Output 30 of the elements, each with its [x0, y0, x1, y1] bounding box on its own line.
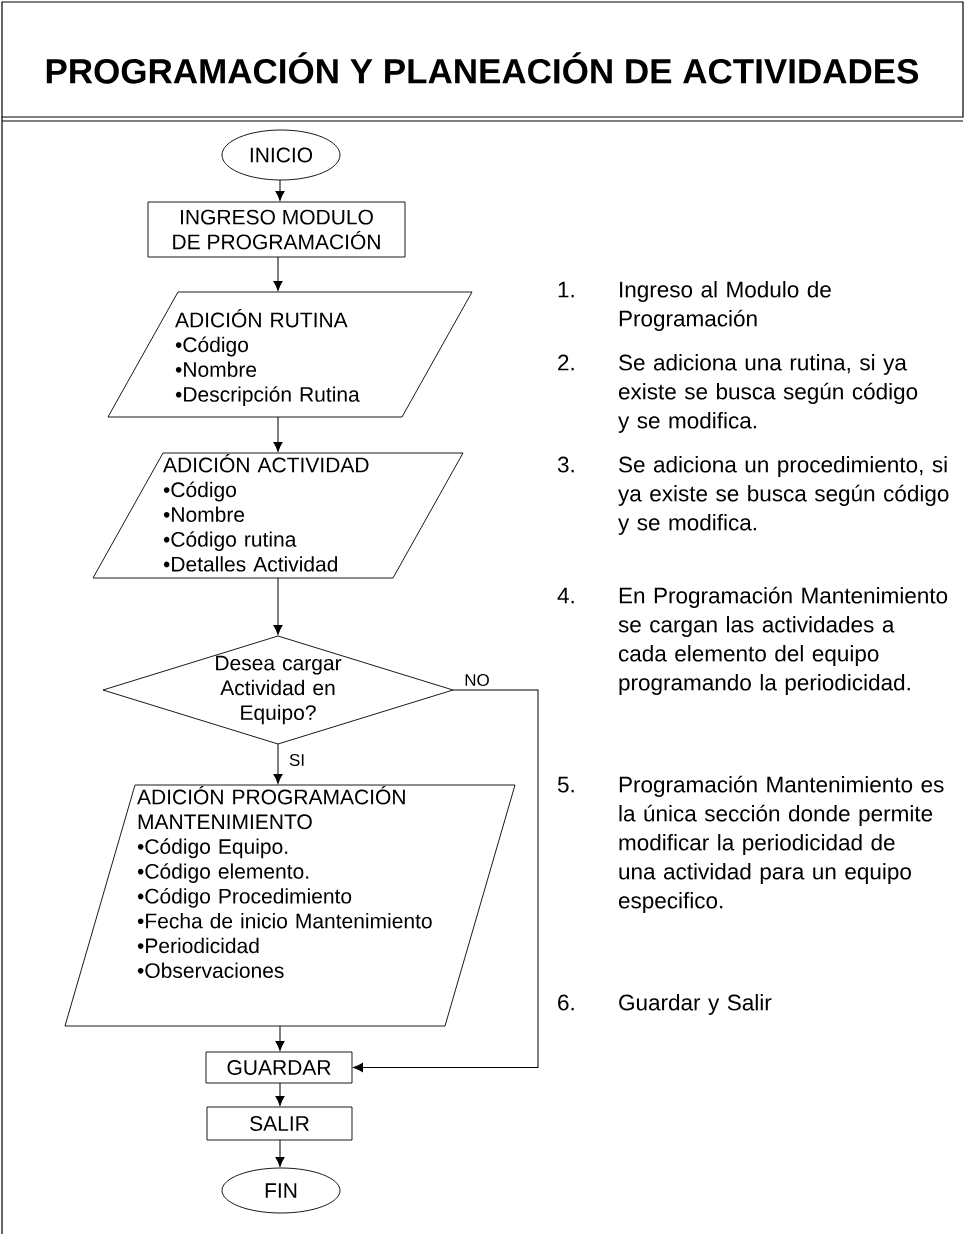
arrow: [273, 577, 283, 635]
step-description: Guardar y Salir: [619, 994, 772, 1015]
arrow: [275, 1139, 285, 1167]
arrow: [273, 743, 283, 784]
edge-label: NO: [465, 674, 489, 687]
data-parallelogram: ADICIÓN ACTIVIDAD •Código •Nombre •Código rutina •Detalles Actividad: [92, 452, 464, 579]
step-number: 6.: [558, 994, 574, 1011]
process-box: SALIR: [206, 1106, 353, 1141]
step-description: Ingreso al Modulo de Programación: [619, 281, 831, 331]
arrow: [275, 1082, 285, 1106]
arrow: [353, 689, 539, 1073]
data-parallelogram: ADICIÓN PROGRAMACIÓN MANTENIMIENTO •Código Equipo. •Código elemento. •Código Procedimiento •Fecha de inicio Mantenimiento •Periodicidad •Observaciones: [64, 784, 516, 1027]
step-number: 4.: [557, 587, 574, 604]
step-description: En Programación Mantenimiento se cargan las actividades a cada elemento del equipo programando la periodicidad.: [618, 586, 948, 695]
step-number: 1.: [558, 281, 574, 298]
arrow: [273, 416, 283, 452]
step-number: 3.: [557, 456, 574, 473]
step-description: Se adiciona un procedimiento, si ya existe se busca según código y se modifica.: [618, 456, 949, 535]
process-box: GUARDAR: [205, 1051, 353, 1084]
process-box: INGRESO MODULO DE PROGRAMACIÓN: [147, 201, 406, 258]
arrow: [273, 256, 283, 291]
step-description: Programación Mantenimiento es la única sección donde permite modificar la periodicidad de una actividad para un equipo especifico.: [618, 775, 944, 913]
data-parallelogram: ADICIÓN RUTINA •Código •Nombre •Descripción Rutina: [107, 291, 473, 418]
step-number: 2.: [558, 354, 574, 371]
arrow: [275, 179, 285, 201]
edge-label: SI: [289, 754, 304, 767]
step-number: 5.: [557, 776, 574, 793]
step-description: Se adiciona una rutina, si ya existe se busca según código y se modifica.: [618, 354, 918, 433]
title-frame: PROGRAMACIÓN Y PLANEACIÓN DE ACTIVIDADES: [1, 1, 964, 122]
arrow: [275, 1025, 285, 1051]
